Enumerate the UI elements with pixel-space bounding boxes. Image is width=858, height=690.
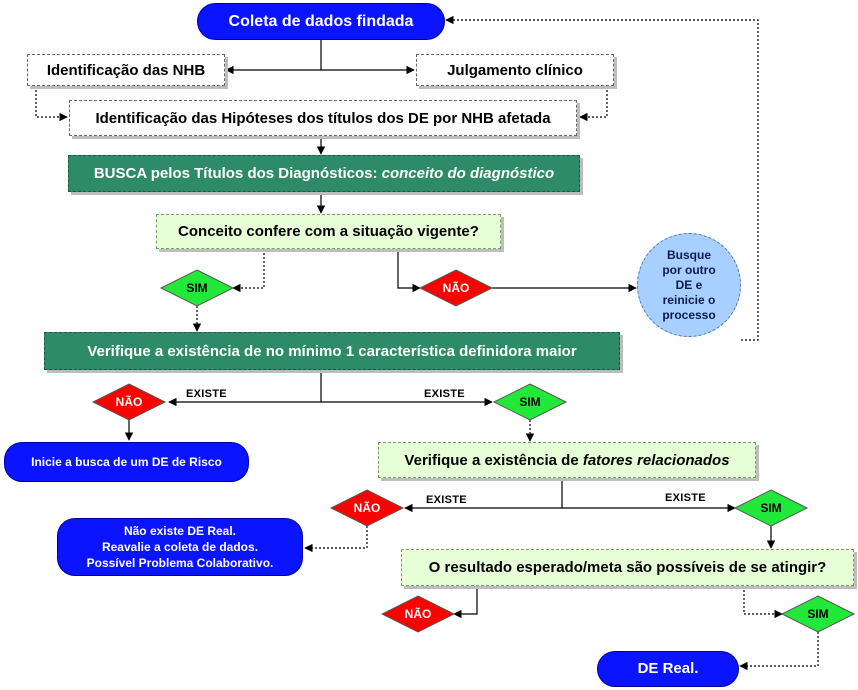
hipoteses-label: Identificação das Hipóteses dos títulos … xyxy=(95,109,551,127)
decision-sim-3-label: SIM xyxy=(760,501,782,515)
start-label: Coleta de dados findada xyxy=(228,12,414,30)
fatores-label-italic: fatores relacionados xyxy=(582,451,730,469)
busque-line: DE e xyxy=(675,277,703,292)
nao-existe-line: Reavalie a coleta de dados. xyxy=(101,540,259,554)
busque-line: Busque xyxy=(666,247,711,262)
decision-sim-2 xyxy=(492,383,568,421)
fatores-label-plain: Verifique a existência de xyxy=(404,451,583,469)
decision-nao-3-label: NÃO xyxy=(353,501,381,515)
decision-nao-4 xyxy=(380,595,456,633)
edge-resultado-nao4 xyxy=(453,586,478,619)
edge-label-existe: EXISTE xyxy=(426,494,467,506)
edge-nao3-naoexiste xyxy=(304,526,368,553)
busque-circle: Busque por outro DE e reinicie o process… xyxy=(637,233,741,337)
edge-label-existe: EXISTE xyxy=(186,388,227,400)
busca-label: BUSCA pelos Títulos dos Diagnósticos: co… xyxy=(94,165,554,182)
busca-label-italic: conceito do diagnóstico xyxy=(381,165,555,182)
decision-sim-3 xyxy=(733,489,809,527)
edge-label-existe: EXISTE xyxy=(424,388,465,400)
decision-nao-4-label: NÃO xyxy=(404,607,432,621)
edge-conceito-sim xyxy=(232,249,265,293)
conceito-box: Conceito confere com a situação vigente? xyxy=(156,214,501,249)
edge-sim4-dereal xyxy=(739,632,819,671)
decision-nao-2 xyxy=(91,383,167,421)
decision-nao-3 xyxy=(329,489,405,527)
edge-busque-start xyxy=(445,15,759,341)
decision-sim-4 xyxy=(780,595,856,633)
nao-existe-text: Não existe DE Real. Reavalie a coleta de… xyxy=(87,523,274,571)
hipoteses-box: Identificação das Hipóteses dos títulos … xyxy=(69,100,577,136)
nao-existe-line: Não existe DE Real. xyxy=(123,524,237,538)
busque-line: processo xyxy=(662,307,716,322)
caracteristica-label: Verifique a existência de no mínimo 1 ca… xyxy=(87,342,577,360)
edge-julgamento-hipoteses xyxy=(579,86,608,122)
start-terminal: Coleta de dados findada xyxy=(197,3,445,40)
de-real-terminal: DE Real. xyxy=(597,651,739,687)
busque-line: reinicie o xyxy=(662,292,716,307)
risco-label: Inicie a busca de um DE de Risco xyxy=(31,455,222,469)
decision-sim-4-label: SIM xyxy=(807,607,829,621)
nao-existe-terminal: Não existe DE Real. Reavalie a coleta de… xyxy=(57,518,303,576)
busca-label-plain: BUSCA pelos Títulos dos Diagnósticos: xyxy=(93,165,382,182)
fatores-box: Verifique a existência de fatores relaci… xyxy=(378,442,756,478)
julgamento-box: Julgamento clínico xyxy=(416,54,614,86)
decision-sim-1-label: SIM xyxy=(186,281,208,295)
conceito-label: Conceito confere com a situação vigente? xyxy=(178,223,479,240)
fatores-label: Verifique a existência de fatores relaci… xyxy=(404,452,729,469)
nao-existe-line: Possível Problema Colaborativo. xyxy=(86,556,274,570)
decision-nao-1-label: NÃO xyxy=(442,281,470,295)
caracteristica-box: Verifique a existência de no mínimo 1 ca… xyxy=(44,332,620,370)
edge-resultado-sim4 xyxy=(743,586,783,619)
decision-sim-1 xyxy=(159,269,235,307)
nhb-label: Identificação das NHB xyxy=(46,61,206,79)
busque-text: Busque por outro DE e reinicie o process… xyxy=(662,248,715,323)
decision-sim-2-label: SIM xyxy=(519,395,541,409)
julgamento-label: Julgamento clínico xyxy=(447,61,583,79)
busca-box: BUSCA pelos Títulos dos Diagnósticos: co… xyxy=(68,155,580,192)
decision-nao-1 xyxy=(418,269,494,307)
edge-conceito-nao xyxy=(397,249,421,293)
edge-label-existe: EXISTE xyxy=(665,492,706,504)
resultado-box: O resultado esperado/meta são possíveis … xyxy=(401,549,854,586)
decision-nao-2-label: NÃO xyxy=(115,395,143,409)
edge-nhb-hipoteses xyxy=(35,86,68,122)
nhb-box: Identificação das NHB xyxy=(27,54,225,86)
risco-terminal: Inicie a busca de um DE de Risco xyxy=(4,442,249,482)
de-real-label: DE Real. xyxy=(637,660,699,677)
busque-line: por outro xyxy=(662,262,716,277)
resultado-label: O resultado esperado/meta são possíveis … xyxy=(428,559,827,576)
